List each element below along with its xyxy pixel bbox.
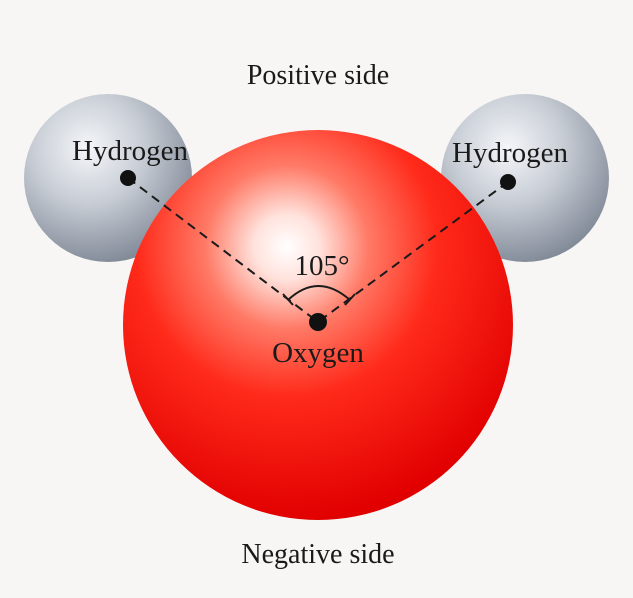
hydrogen-nucleus-right: [500, 174, 516, 190]
hydrogen-left-label: Hydrogen: [72, 135, 188, 167]
positive-side-label: Positive side: [247, 60, 389, 91]
angle-arc-tick-left: [282, 293, 294, 306]
hydrogen-right-label: Hydrogen: [452, 137, 568, 169]
bond-angle-arc: [287, 285, 351, 301]
oxygen-nucleus: [309, 313, 327, 331]
angle-arc-tick-right: [344, 293, 356, 306]
negative-side-label: Negative side: [241, 539, 394, 570]
hydrogen-atom-right: [441, 94, 609, 262]
hydrogen-nucleus-left: [120, 170, 136, 186]
bond-angle-label: 105°: [294, 250, 349, 282]
oxygen-label: Oxygen: [272, 337, 364, 369]
hydrogen-atom-left: [24, 94, 192, 262]
